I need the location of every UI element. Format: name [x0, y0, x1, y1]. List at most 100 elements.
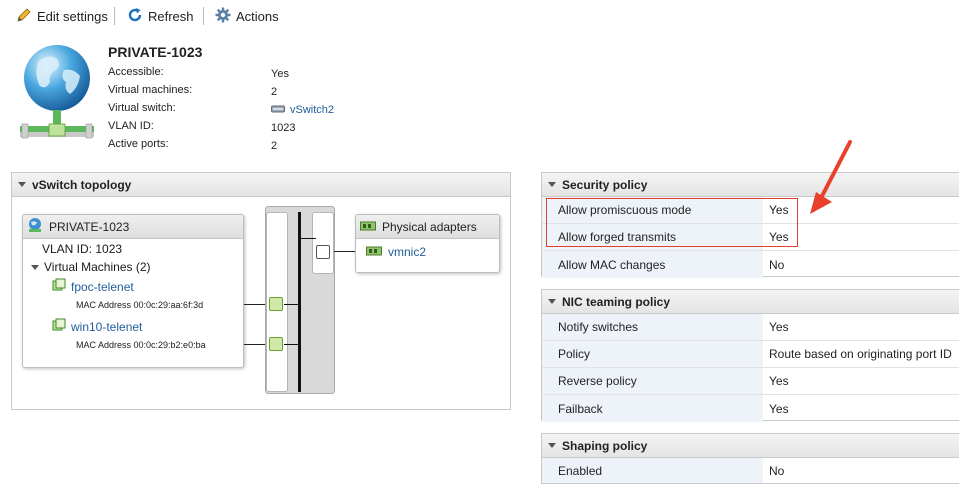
- policy-label: Allow promiscuous mode: [542, 197, 763, 223]
- vm-icon: [52, 278, 66, 295]
- info-value: Yes: [271, 68, 289, 80]
- info-value: 2: [271, 140, 278, 152]
- highlight-box: [546, 198, 798, 247]
- collapse-icon: [548, 182, 556, 187]
- policy-value: Route based on originating port ID: [769, 347, 952, 361]
- vm-link-line: [244, 304, 268, 305]
- portgroup-vlan: VLAN ID: 1023: [42, 242, 123, 256]
- security-policy-panel: Security policy Allow promiscuous mode Y…: [541, 172, 959, 278]
- portgroup-name: PRIVATE-1023: [49, 219, 130, 234]
- vm-mac: MAC Address 00:0c:29:aa:6f:3d: [76, 300, 204, 310]
- nic-icon: [360, 220, 376, 234]
- vm-item: fpoc-telenet: [52, 278, 134, 295]
- policy-value: Yes: [769, 374, 789, 388]
- actions-button[interactable]: Actions: [215, 7, 279, 25]
- vswitch-bus: [298, 212, 301, 392]
- policy-row: Allow promiscuous mode Yes: [542, 197, 959, 224]
- actions-label: Actions: [236, 8, 279, 24]
- nic-teaming-panel: NIC teaming policy Notify switches Yes P…: [541, 289, 959, 422]
- annotation-arrow: [806, 136, 856, 221]
- info-label: Accessible:: [108, 66, 164, 78]
- nic-teaming-title: NIC teaming policy: [562, 294, 671, 309]
- policy-label: Enabled: [542, 458, 763, 483]
- shaping-policy-panel: Shaping policy Enabled No: [541, 433, 959, 484]
- vm-port-icon: [269, 337, 283, 351]
- vm-link[interactable]: fpoc-telenet: [71, 279, 134, 294]
- vm-port-icon: [269, 297, 283, 311]
- edit-settings-label: Edit settings: [37, 8, 108, 24]
- info-label: VLAN ID:: [108, 120, 154, 132]
- policy-value: Yes: [769, 203, 789, 217]
- collapse-icon: [548, 299, 556, 304]
- policy-value: Yes: [769, 320, 789, 334]
- gear-icon: [215, 7, 231, 26]
- info-label: Virtual switch:: [108, 102, 176, 114]
- info-value: 1023: [271, 122, 296, 134]
- policy-label: Reverse policy: [542, 368, 763, 394]
- nic-teaming-header[interactable]: NIC teaming policy: [542, 290, 959, 314]
- portgroup-header: PRIVATE-1023: [23, 215, 243, 239]
- policy-label: Notify switches: [542, 314, 763, 340]
- info-value-switch: vSwitch2: [271, 102, 334, 118]
- policy-value: No: [769, 463, 785, 478]
- policy-row: Failback Yes: [542, 395, 959, 422]
- vm-link-line: [244, 344, 268, 345]
- info-row-virtual-switch: Virtual switch: vSwitch2: [108, 102, 334, 118]
- vswitch-uplink-column: [312, 212, 334, 274]
- policy-row: Enabled No: [542, 458, 959, 483]
- vm-item: win10-telenet: [52, 318, 142, 335]
- globe-network-icon: [16, 40, 98, 151]
- uplink-port-icon: [316, 245, 330, 259]
- vm-mac: MAC Address 00:0c:29:b2:e0:ba: [76, 340, 206, 350]
- page-title: PRIVATE-1023: [108, 44, 203, 60]
- vm-group-label: Virtual Machines (2): [44, 260, 151, 274]
- policy-value: No: [769, 257, 785, 272]
- info-row-accessible: Accessible: Yes: [108, 66, 289, 82]
- info-row-active-ports: Active ports: 2: [108, 138, 277, 154]
- policy-row: Reverse policy Yes: [542, 368, 959, 395]
- vm-icon: [52, 318, 66, 335]
- uplink-line: [334, 251, 356, 252]
- toolbar: Edit settings Refresh Actions: [0, 0, 959, 32]
- info-label: Active ports:: [108, 138, 169, 150]
- info-value: 2: [271, 86, 278, 98]
- shaping-policy-title: Shaping policy: [562, 438, 648, 453]
- policy-row: Policy Route based on originating port I…: [542, 341, 959, 368]
- collapse-icon: [548, 443, 556, 448]
- nic-icon: [366, 245, 382, 259]
- security-policy-header[interactable]: Security policy: [542, 173, 959, 197]
- refresh-icon: [127, 7, 143, 26]
- vswitch-uplink-branch: [300, 238, 316, 239]
- virtual-switch-link[interactable]: vSwitch2: [290, 104, 335, 116]
- policy-row: Notify switches Yes: [542, 314, 959, 341]
- vm-group-toggle[interactable]: Virtual Machines (2): [31, 260, 151, 274]
- physical-adapters-header: Physical adapters: [356, 215, 499, 239]
- policy-value: Yes: [769, 230, 789, 244]
- collapse-icon: [31, 264, 39, 270]
- vswitch-bus-branch: [284, 304, 299, 305]
- physical-adapters-box: Physical adapters vmnic2: [355, 214, 500, 273]
- refresh-button[interactable]: Refresh: [127, 7, 194, 25]
- vswitch-bus-branch: [284, 344, 299, 345]
- policy-label: Allow forged transmits: [542, 224, 763, 250]
- topology-panel-title: vSwitch topology: [32, 177, 132, 192]
- edit-settings-button[interactable]: Edit settings: [16, 7, 108, 25]
- policy-value: Yes: [769, 401, 789, 416]
- policy-label: Policy: [542, 341, 763, 367]
- info-row-virtual-machines: Virtual machines: 2: [108, 84, 277, 100]
- refresh-label: Refresh: [148, 8, 194, 24]
- adapter-link[interactable]: vmnic2: [388, 245, 427, 259]
- security-policy-title: Security policy: [562, 177, 648, 192]
- policy-row: Allow MAC changes No: [542, 251, 959, 278]
- adapter-item: vmnic2: [366, 245, 426, 259]
- topology-panel-header[interactable]: vSwitch topology: [12, 173, 510, 197]
- shaping-policy-header[interactable]: Shaping policy: [542, 434, 959, 458]
- physical-adapters-title: Physical adapters: [382, 219, 477, 234]
- switch-icon: [271, 104, 285, 117]
- toolbar-divider: [114, 7, 115, 25]
- policy-label: Allow MAC changes: [542, 251, 763, 278]
- portgroup-box: PRIVATE-1023 VLAN ID: 1023 Virtual Machi…: [22, 214, 244, 368]
- vm-link[interactable]: win10-telenet: [71, 319, 143, 334]
- info-row-vlan-id: VLAN ID: 1023: [108, 120, 295, 136]
- policy-row: Allow forged transmits Yes: [542, 224, 959, 251]
